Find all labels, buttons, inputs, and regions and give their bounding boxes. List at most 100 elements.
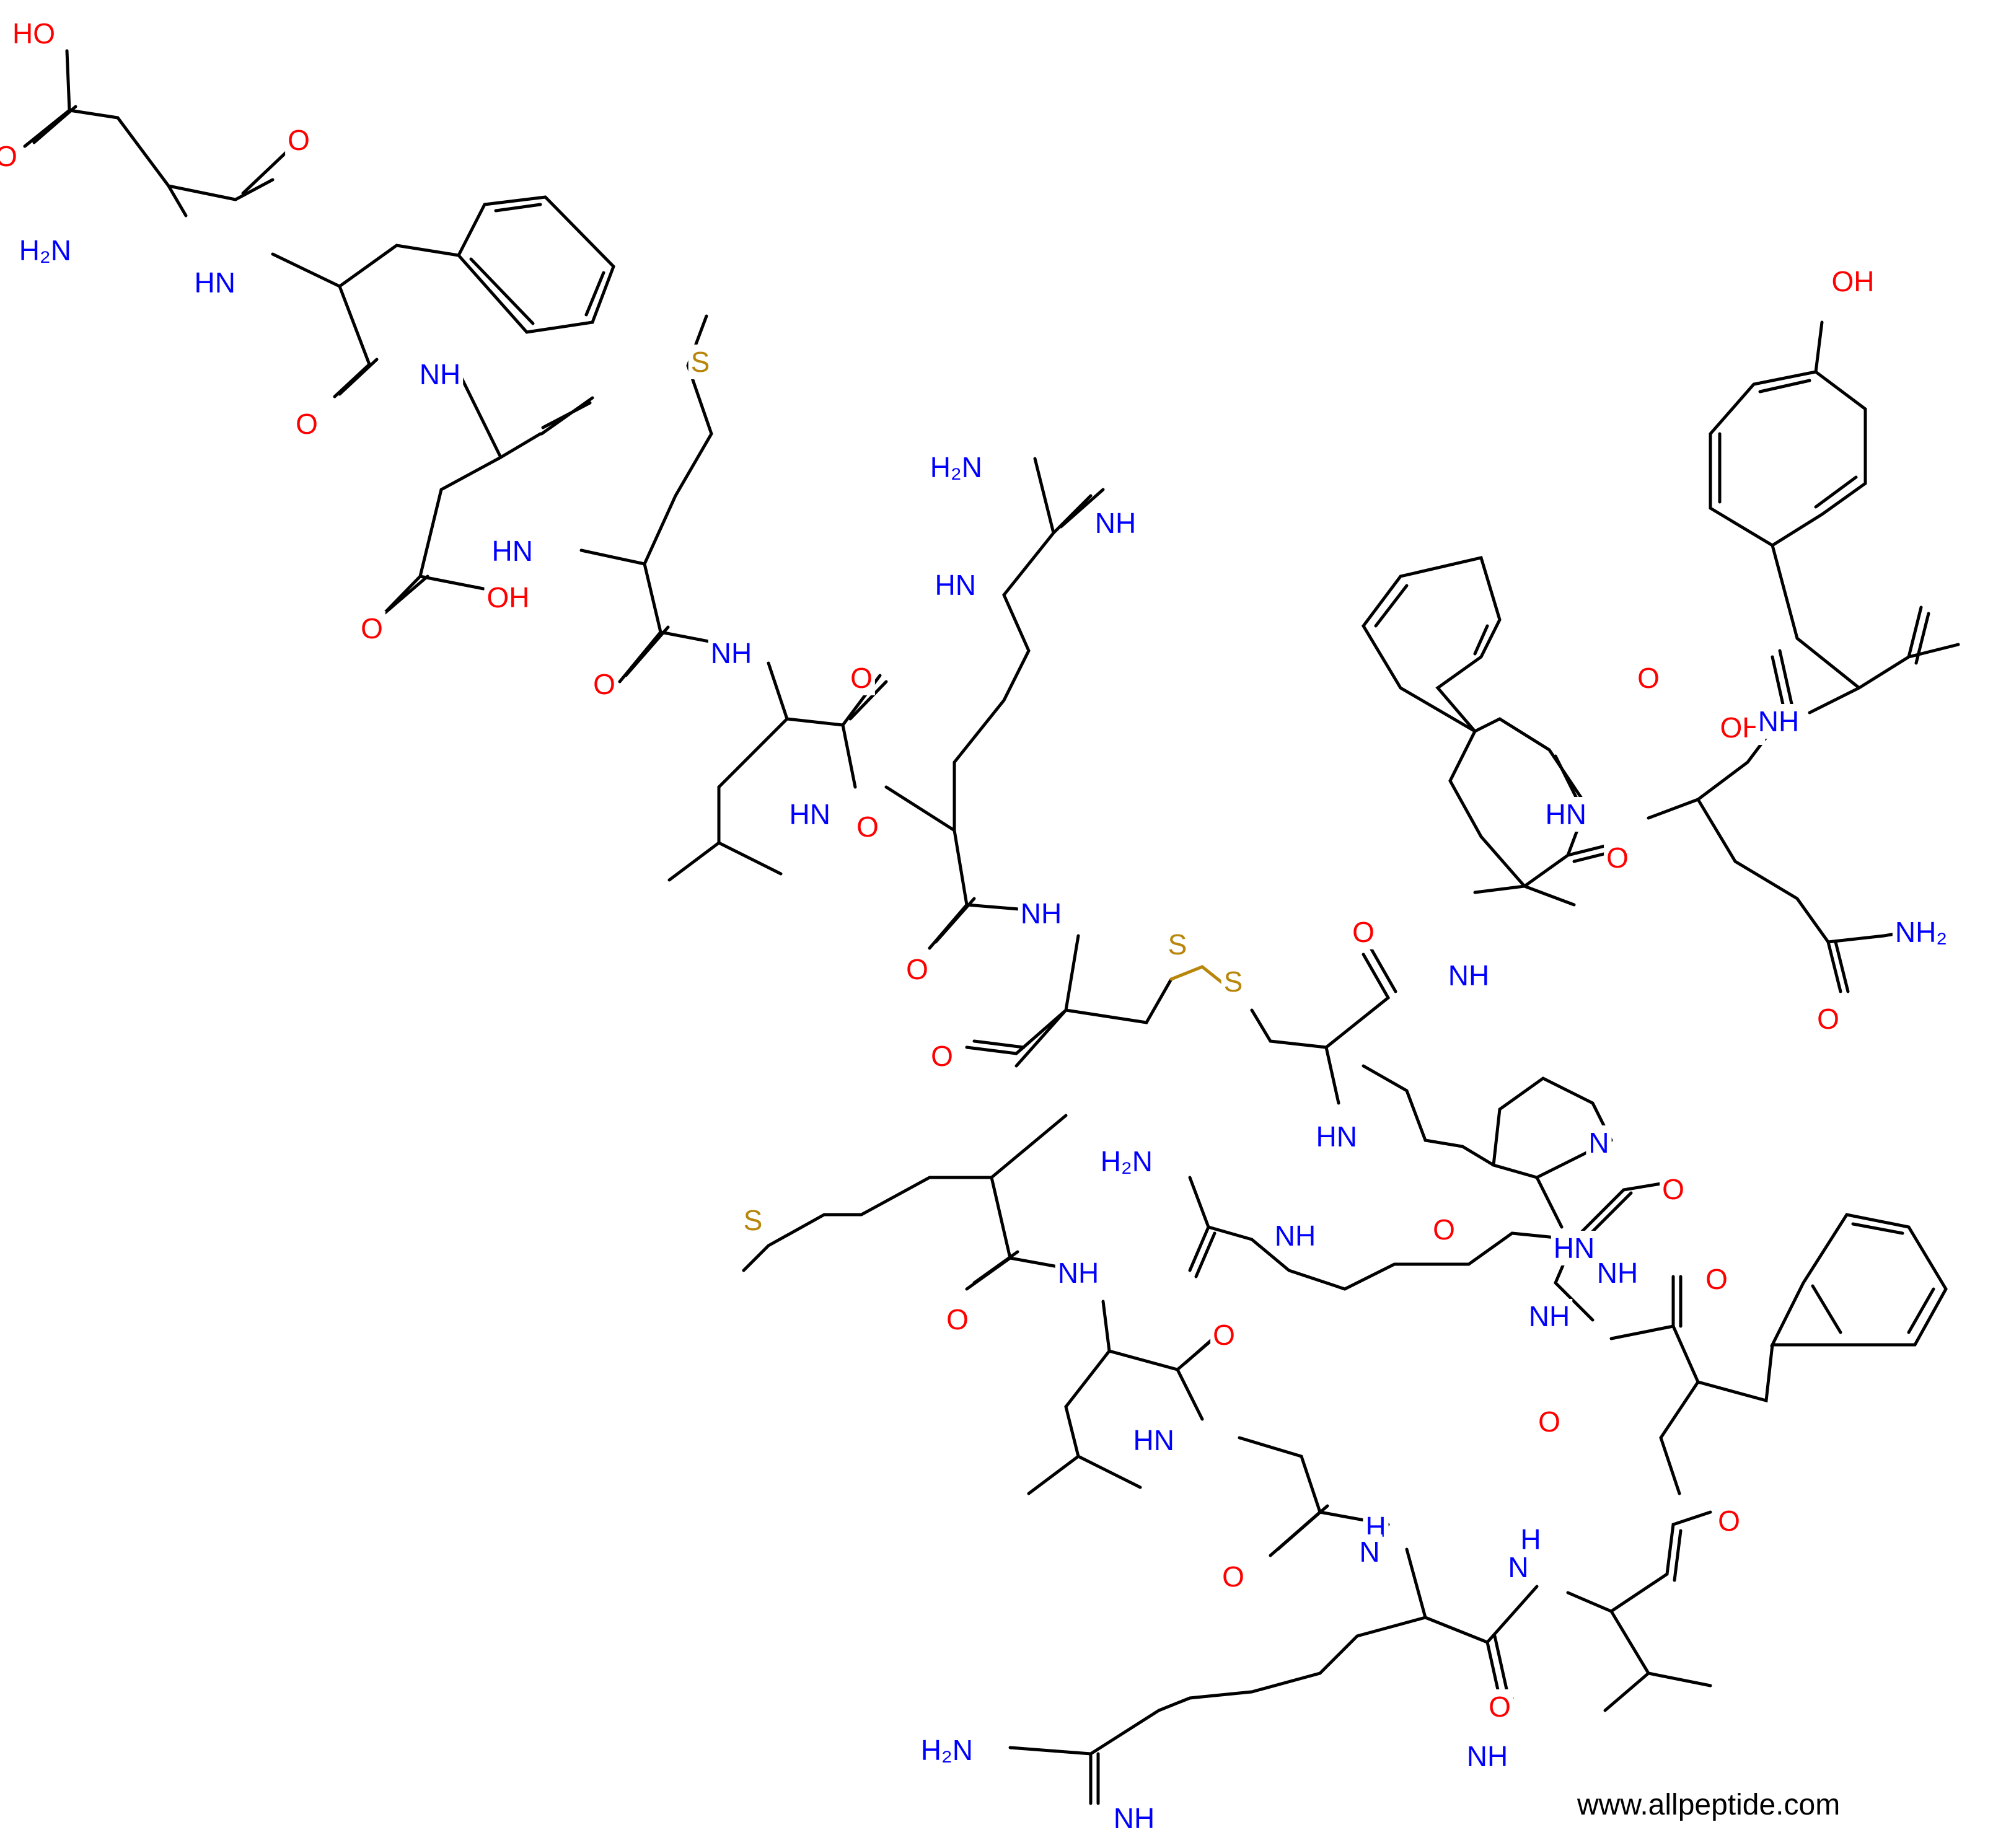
atom-label-n: NH — [1467, 1740, 1508, 1772]
atom-label-halo — [1445, 958, 1492, 993]
atom-label-o: O — [1662, 1173, 1684, 1205]
atom-label-o: O — [946, 1303, 969, 1335]
atom-label-n: NH — [1448, 959, 1489, 992]
atom-label-halo — [1526, 1299, 1573, 1334]
atom-label-o: O — [1606, 842, 1629, 874]
atom-label-halo — [484, 580, 532, 615]
atom-label-halo — [918, 1733, 975, 1767]
atom-label-halo — [1505, 1550, 1531, 1585]
atom-label-n: HN — [1316, 1120, 1357, 1153]
atom-label-o: O — [1817, 1003, 1839, 1035]
atom-label-halo — [16, 233, 74, 268]
atom-label-halo — [1221, 964, 1246, 999]
atom-label-n: HN — [492, 535, 533, 567]
bond-skeleton — [23, 49, 1960, 1805]
atom-label-o: OH — [487, 581, 530, 614]
atom-label-halo — [1220, 1559, 1247, 1594]
atom-label-halo — [1703, 1262, 1730, 1296]
atom-label-halo — [1464, 1739, 1511, 1774]
atom-label-o: O — [850, 662, 873, 694]
atom-label-s: S — [1224, 966, 1243, 998]
atom-label-n: NH — [1597, 1257, 1638, 1289]
atom-label-o: O — [1433, 1213, 1455, 1246]
atom-label-o: O — [1352, 916, 1375, 948]
atom-label-n: NH — [1114, 1802, 1155, 1834]
atom-label-halo — [1098, 1144, 1155, 1179]
atom-label-n: NH — [1275, 1220, 1316, 1252]
atom-label-n: H₂N — [19, 234, 71, 266]
atom-label-o: HO — [12, 17, 55, 50]
atom-label-o: O — [1538, 1406, 1560, 1438]
atom-label-halo — [688, 345, 713, 379]
atom-label-halo — [0, 139, 20, 174]
atom-label-n: N — [1508, 1551, 1528, 1583]
atom-label-n: NH — [420, 358, 460, 390]
atom-label-n: NH — [1529, 1300, 1570, 1332]
atom-label-halo — [1357, 1534, 1383, 1569]
atom-label-o: O — [288, 124, 310, 156]
atom-label-n: NH — [1758, 705, 1799, 737]
atom-label-halo — [1635, 661, 1662, 695]
atom-label-halo — [1430, 1212, 1458, 1247]
atom-label-o: O — [1705, 1263, 1728, 1295]
atom-label-halo — [927, 450, 985, 485]
atom-label-halo — [358, 611, 385, 646]
atom-label-halo — [1055, 1256, 1102, 1290]
atom-label-halo — [489, 534, 535, 568]
atom-label-n: NH₂ — [1895, 916, 1947, 948]
atom-label-halo — [191, 265, 238, 300]
atom-label-n: H₂N — [921, 1734, 973, 1766]
atom-label-o: O — [1213, 1319, 1235, 1351]
atom-label-n: NH — [1095, 507, 1136, 539]
atom-label-halo — [741, 1203, 765, 1238]
atom-label-halo — [1542, 797, 1589, 832]
atom-label-halo — [1210, 1318, 1238, 1352]
atom-label-halo — [1486, 1689, 1513, 1724]
atom-label-halo — [708, 636, 755, 671]
atom-label-n: HN — [1554, 1232, 1595, 1264]
atom-label-s: S — [1168, 928, 1187, 961]
atom-label-halo — [1111, 1801, 1158, 1836]
atom-label-o: O — [931, 1040, 953, 1072]
atom-label-halo — [944, 1302, 971, 1337]
atom-label-o: O — [1637, 662, 1660, 694]
atom-label-n: HN — [790, 798, 830, 830]
atom-label-halo — [1594, 1256, 1641, 1290]
atom-label-n: N — [1359, 1536, 1379, 1568]
atom-label-s: S — [744, 1204, 763, 1236]
atom-label-o: O — [1222, 1560, 1244, 1593]
atom-label-halo — [1604, 840, 1631, 875]
atom-label-halo — [1092, 506, 1139, 540]
atom-label-n: HN — [195, 266, 235, 299]
atom-label-halo — [1350, 915, 1377, 949]
atom-label-halo — [1815, 1001, 1842, 1036]
atom-label-o: OH — [1832, 265, 1875, 297]
atom-label-n: H₂N — [930, 451, 982, 483]
atom-label-halo — [928, 1039, 956, 1073]
atom-label-halo — [1536, 1404, 1563, 1439]
atom-label-halo — [1130, 1423, 1177, 1458]
atom-label-s: S — [691, 346, 710, 378]
atom-label-halo — [786, 797, 833, 832]
atom-label-o: O — [856, 811, 879, 843]
atom-label-halo — [904, 952, 931, 987]
atom-label-o: O — [1489, 1691, 1511, 1723]
atom-label-halo — [1586, 1125, 1612, 1160]
atom-label-halo — [416, 357, 464, 392]
atom-label-n: N — [1588, 1127, 1609, 1159]
atom-label-n: HN — [1546, 798, 1586, 830]
atom-label-o: O — [1718, 1505, 1740, 1537]
atom-label-o: O — [0, 140, 17, 172]
atom-label-halo — [293, 407, 320, 441]
atom-label-halo — [1272, 1218, 1319, 1253]
atom-label-o: O — [906, 953, 928, 985]
atom-label-o: O — [296, 408, 318, 440]
atom-label-halo — [854, 809, 881, 844]
atom-label-n: HN — [1133, 1424, 1174, 1456]
atom-label-halo — [1660, 1172, 1687, 1207]
atom-label-halo — [1829, 264, 1877, 299]
atom-label-halo — [1165, 927, 1190, 962]
atom-label-halo — [1755, 704, 1802, 739]
atom-label-halo — [932, 568, 979, 602]
